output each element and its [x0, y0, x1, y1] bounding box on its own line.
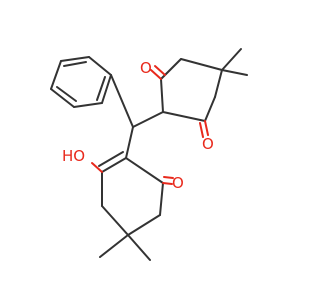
phenyl-bond — [50, 60, 62, 90]
phenyl-bond — [63, 61, 87, 67]
molecule-structure: O O HO O — [50, 48, 248, 261]
methine-bridge — [110, 74, 164, 159]
carbonyl-bond — [150, 69, 162, 80]
carbonyl-bond — [162, 182, 173, 185]
oxygen-atom-label: O — [172, 174, 184, 192]
lower-enol-ring — [91, 151, 174, 261]
ring-bond — [160, 78, 164, 113]
methyl-bond — [221, 48, 242, 71]
phenyl-bond — [96, 76, 106, 101]
ring-bond — [101, 205, 129, 236]
ring-bond — [180, 58, 223, 71]
phenyl-bond — [50, 88, 75, 108]
oxygen-atom-label: O — [202, 135, 214, 153]
methyl-bond — [99, 234, 129, 258]
methine-to-lower-ring-bond — [125, 126, 134, 159]
ring-bond — [214, 69, 223, 98]
carbonyl-bond — [154, 65, 166, 76]
ring-bond — [159, 182, 164, 216]
phenyl-bond — [60, 56, 90, 62]
phenyl-bond — [56, 86, 77, 102]
methine-to-upper-ring-bond — [132, 111, 164, 128]
upper-dione-ring — [150, 48, 248, 138]
ring-bond — [160, 58, 182, 80]
carbonyl-bond — [199, 122, 204, 138]
phenyl-ring — [50, 56, 112, 108]
ring-bond — [204, 96, 216, 122]
oxygen-atom-label: O — [140, 59, 152, 77]
ring-bond — [125, 157, 164, 184]
carbonyl-bond — [163, 176, 174, 179]
hydroxyl-label: HO — [62, 147, 85, 165]
phenyl-bond — [101, 74, 112, 104]
ring-bond — [162, 111, 206, 122]
carbonyl-bond — [204, 120, 209, 136]
phenyl-bond — [88, 56, 112, 76]
ring-bond — [101, 157, 127, 173]
methyl-bond — [221, 69, 248, 76]
methyl-bond — [127, 234, 151, 261]
structure-canvas: O O HO O — [50, 48, 248, 261]
phenyl-to-methine-bond — [110, 74, 134, 128]
hydroxyl-bond — [91, 162, 103, 173]
ring-bond — [127, 214, 161, 236]
phenyl-bond — [73, 102, 103, 108]
ring-bond — [98, 151, 124, 167]
